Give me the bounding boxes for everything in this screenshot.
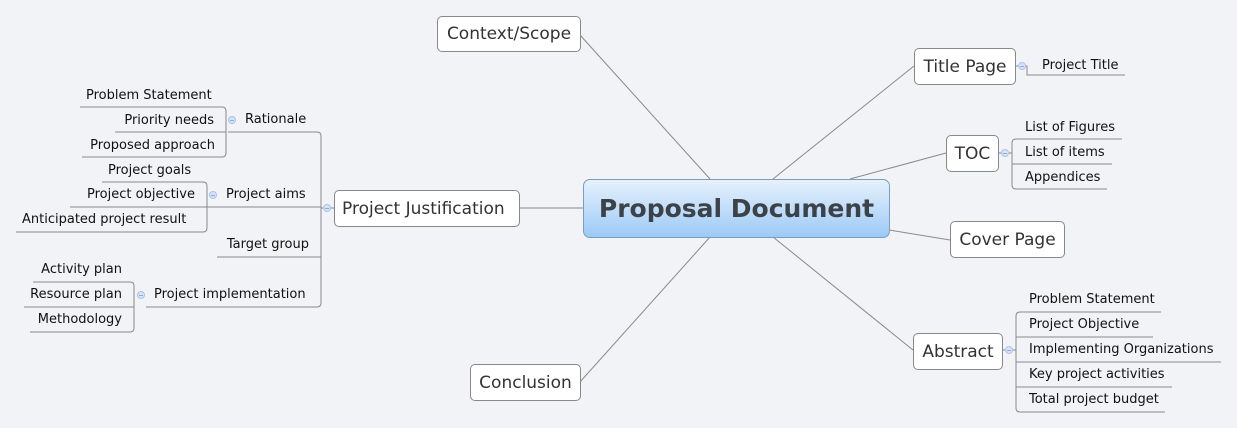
subtopic-project-implementation[interactable]: Project implementation bbox=[154, 287, 306, 302]
subtopic-project-goals[interactable]: Project goals bbox=[108, 163, 192, 178]
subtopic-implementing-organizations[interactable]: Implementing Organizations bbox=[1029, 342, 1214, 357]
subtopic-list-of-items[interactable]: List of items bbox=[1025, 145, 1105, 160]
central-topic[interactable]: Proposal Document bbox=[583, 179, 890, 238]
subtopic-activity-plan[interactable]: Activity plan bbox=[41, 262, 122, 277]
subtopic-appendices[interactable]: Appendices bbox=[1025, 170, 1101, 185]
subtopic-anticipated-project-result[interactable]: Anticipated project result bbox=[22, 212, 187, 227]
subtopic-key-project-activities[interactable]: Key project activities bbox=[1029, 367, 1165, 382]
topic-project-justification[interactable]: Project Justification bbox=[334, 190, 520, 227]
collapse-toggle-icon[interactable] bbox=[1001, 149, 1009, 157]
subtopic-problem-statement[interactable]: Problem Statement bbox=[1029, 292, 1155, 307]
subtopic-proposed-approach[interactable]: Proposed approach bbox=[90, 138, 215, 153]
topic-conclusion[interactable]: Conclusion bbox=[470, 364, 581, 401]
topic-toc[interactable]: TOC bbox=[946, 135, 999, 172]
subtopic-target-group[interactable]: Target group bbox=[226, 237, 309, 252]
subtopic-methodology[interactable]: Methodology bbox=[37, 312, 122, 327]
topic-cover-page[interactable]: Cover Page bbox=[950, 221, 1065, 258]
collapse-toggle-icon[interactable] bbox=[228, 116, 236, 124]
collapse-toggle-icon[interactable] bbox=[137, 291, 145, 299]
topic-title-page[interactable]: Title Page bbox=[914, 48, 1016, 85]
subtopic-rationale[interactable]: Rationale bbox=[245, 112, 307, 127]
subtopic-project-title[interactable]: Project Title bbox=[1042, 58, 1119, 73]
topic-abstract[interactable]: Abstract bbox=[913, 333, 1003, 370]
collapse-toggle-icon[interactable] bbox=[1005, 346, 1013, 354]
subtopic-project-objective[interactable]: Project Objective bbox=[1029, 317, 1140, 332]
subtopic-resource-plan[interactable]: Resource plan bbox=[30, 287, 122, 302]
subtopic-priority-needs[interactable]: Priority needs bbox=[124, 113, 214, 128]
collapse-toggle-icon[interactable] bbox=[323, 204, 331, 212]
subtopic-total-project-budget[interactable]: Total project budget bbox=[1029, 392, 1159, 407]
subtopic-project-aims[interactable]: Project aims bbox=[226, 187, 306, 202]
subtopic-problem-statement[interactable]: Problem Statement bbox=[86, 88, 212, 103]
topic-context-scope[interactable]: Context/Scope bbox=[437, 16, 581, 52]
subtopic-project-objective[interactable]: Project objective bbox=[87, 187, 195, 202]
subtopic-list-of-figures[interactable]: List of Figures bbox=[1025, 120, 1115, 135]
collapse-toggle-icon[interactable] bbox=[209, 191, 217, 199]
collapse-toggle-icon[interactable] bbox=[1018, 62, 1026, 70]
